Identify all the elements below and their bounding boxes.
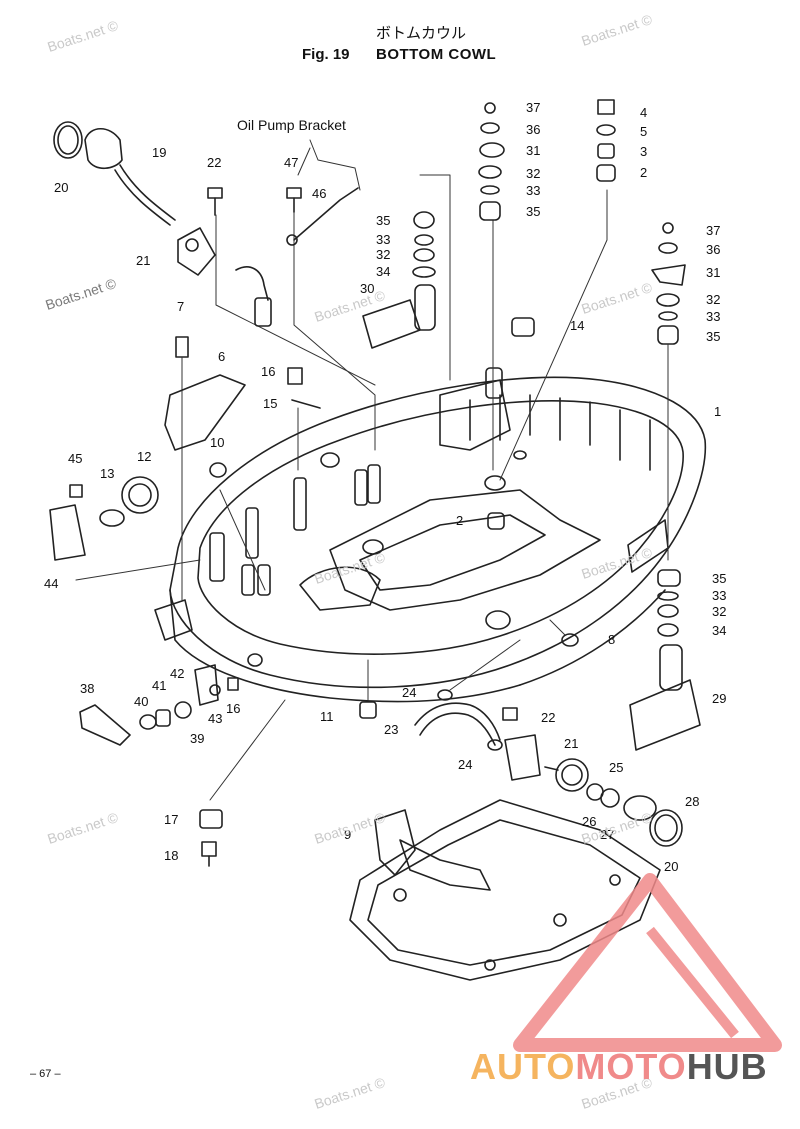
callout-10: 10 <box>210 435 225 450</box>
callout-30: 30 <box>360 281 375 296</box>
callout-24-upper: 24 <box>402 685 417 700</box>
callout-44: 44 <box>44 576 59 591</box>
callout-20-lower: 20 <box>664 859 679 874</box>
callout-27: 27 <box>600 827 615 842</box>
callout-41: 41 <box>152 678 167 693</box>
callout-2-lower: 2 <box>456 513 464 528</box>
callout-5: 5 <box>640 124 648 139</box>
automotohub-logo: AUTOMOTOHUB <box>470 1046 768 1088</box>
callout-18: 18 <box>164 848 179 863</box>
callout-33-right: 33 <box>706 309 721 324</box>
inner-tray <box>329 489 601 611</box>
callout-12: 12 <box>137 449 152 464</box>
logo-hub: HUB <box>686 1046 768 1087</box>
fuel-hose <box>114 169 171 226</box>
logo-auto: AUTO <box>470 1046 576 1087</box>
callout-8: 8 <box>608 632 616 647</box>
callout-34-lower: 34 <box>712 623 727 638</box>
callout-26: 26 <box>582 814 597 829</box>
callout-20-top: 20 <box>54 180 69 195</box>
callout-31-top: 31 <box>526 143 541 158</box>
callout-28: 28 <box>685 794 700 809</box>
callout-38: 38 <box>80 681 95 696</box>
callout-6: 6 <box>218 349 226 364</box>
callout-16-mid: 16 <box>261 364 276 379</box>
callout-39: 39 <box>190 731 205 746</box>
callout-21-top: 21 <box>136 253 151 268</box>
callout-1: 1 <box>714 404 722 419</box>
callout-25: 25 <box>609 760 624 775</box>
figure-title: BOTTOM COWL <box>376 46 497 63</box>
callout-23: 23 <box>384 722 399 737</box>
callout-7: 7 <box>177 299 185 314</box>
callout-43: 43 <box>208 711 223 726</box>
callout-32-lower: 32 <box>712 604 727 619</box>
callout-4: 4 <box>640 105 648 120</box>
oil-pump-bracket-label: Oil Pump Bracket <box>237 117 346 133</box>
callout-22-top: 22 <box>207 155 222 170</box>
callout-9: 9 <box>344 827 352 842</box>
callout-16-lower: 16 <box>226 701 241 716</box>
callout-13: 13 <box>100 466 115 481</box>
callout-19: 19 <box>152 145 167 160</box>
bottom-cowl-inner-rim <box>197 400 684 655</box>
callout-35-lower: 35 <box>712 571 727 586</box>
callout-17: 17 <box>164 812 179 827</box>
logo-triangle <box>513 873 782 1052</box>
callout-24-lower: 24 <box>458 757 473 772</box>
callout-40: 40 <box>134 694 149 709</box>
callout-3: 3 <box>640 144 648 159</box>
callout-47: 47 <box>284 155 299 170</box>
callout-11: 11 <box>320 709 334 724</box>
callout-22-lower: 22 <box>541 710 556 725</box>
callout-35-pump: 35 <box>376 213 391 228</box>
page-number: – 67 – <box>30 1068 61 1080</box>
callout-37-top: 37 <box>526 100 541 115</box>
callout-14: 14 <box>570 318 585 333</box>
bottom-cowl-outline <box>169 376 707 689</box>
callout-33-lower: 33 <box>712 588 727 603</box>
callout-33-pump: 33 <box>376 232 391 247</box>
callout-32-pump: 32 <box>376 247 391 262</box>
callout-36-top: 36 <box>526 122 541 137</box>
callout-36-right: 36 <box>706 242 721 257</box>
logo-moto: MOTO <box>575 1046 687 1087</box>
callout-34-pump: 34 <box>376 264 391 279</box>
bottom-plate <box>349 799 661 981</box>
callout-46: 46 <box>312 186 327 201</box>
callout-33-top: 33 <box>526 183 541 198</box>
callout-42: 42 <box>170 666 185 681</box>
callout-35-right: 35 <box>706 329 721 344</box>
callout-29: 29 <box>712 691 727 706</box>
callout-21-lower: 21 <box>564 736 579 751</box>
callout-32-right: 32 <box>706 292 721 307</box>
callout-45: 45 <box>68 451 83 466</box>
callout-2-top: 2 <box>640 165 648 180</box>
callout-15: 15 <box>263 396 278 411</box>
callout-32-top: 32 <box>526 166 541 181</box>
figure-title-japanese: ボトムカウル <box>376 24 467 42</box>
figure-number: Fig. 19 <box>302 46 350 63</box>
callout-35-top: 35 <box>526 204 541 219</box>
callout-37-right: 37 <box>706 223 721 238</box>
callout-31-right: 31 <box>706 265 721 280</box>
